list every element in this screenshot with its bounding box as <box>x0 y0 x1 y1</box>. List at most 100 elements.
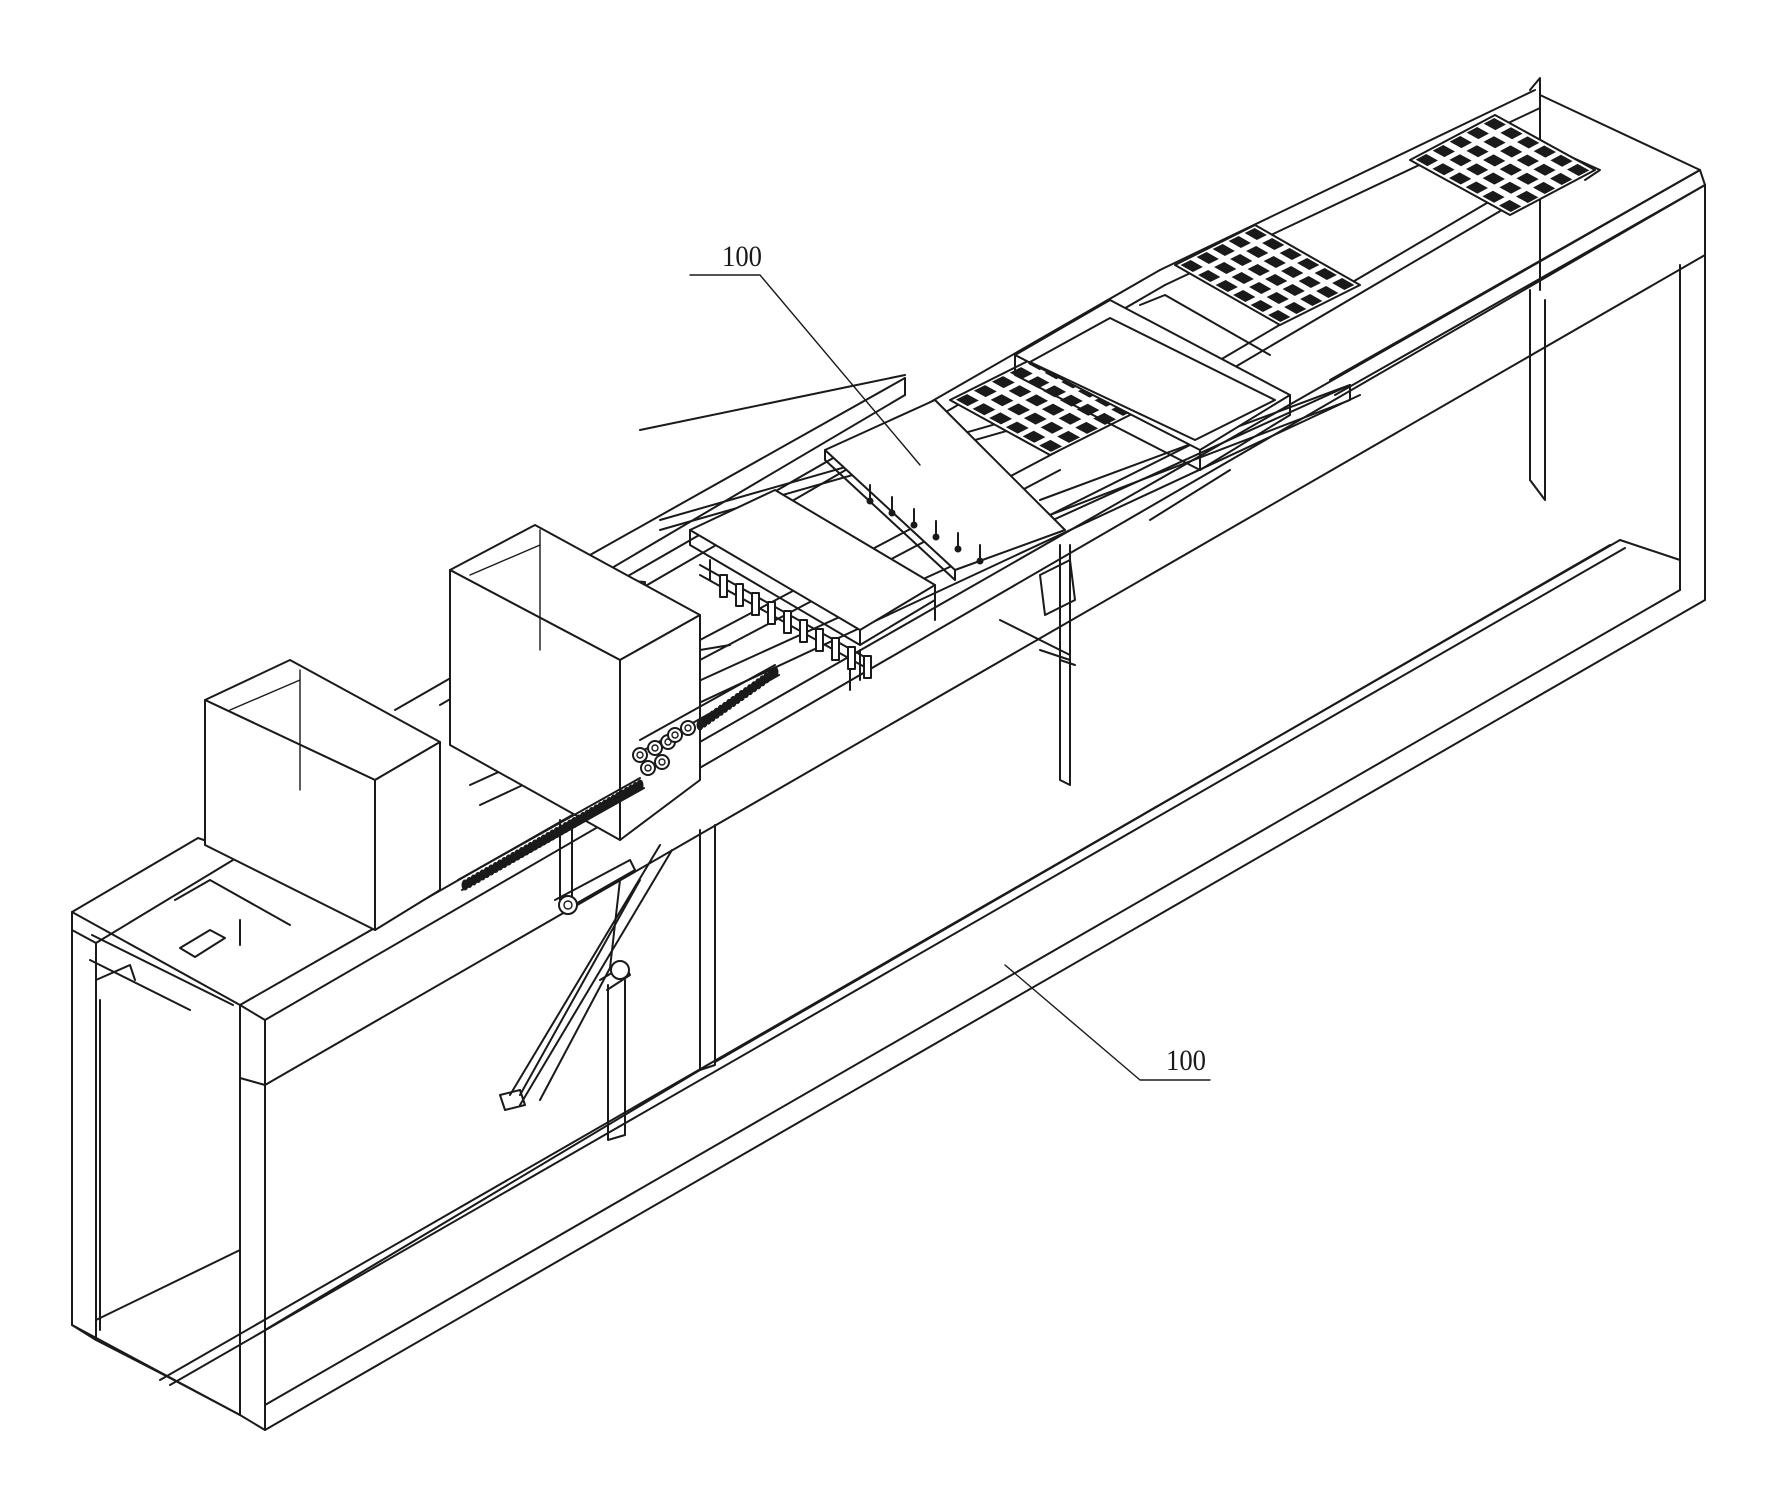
tray-cell <box>1297 257 1320 271</box>
tray-cell <box>1075 421 1099 434</box>
gear-hub <box>671 731 679 739</box>
tray-cell <box>1041 403 1065 416</box>
tray-cell <box>973 385 997 398</box>
tray-cell <box>1533 181 1556 194</box>
cover-pin-head <box>976 557 984 565</box>
chain-link <box>636 779 644 791</box>
mould-peg <box>735 583 744 607</box>
gear-icon <box>667 727 683 743</box>
mould-peg <box>783 610 792 634</box>
tray-cell <box>1196 251 1219 265</box>
tray-cell <box>1550 154 1573 167</box>
tray-cell <box>1250 299 1273 313</box>
mould-peg <box>719 574 728 598</box>
tray-cell <box>1300 293 1323 307</box>
cover-pin-head <box>932 533 940 541</box>
tray-cell <box>1567 163 1590 176</box>
tray-cell <box>991 376 1015 389</box>
tray-cell <box>1500 127 1523 140</box>
tray-cell <box>1466 163 1489 176</box>
tray-cell <box>1233 289 1256 303</box>
guide-post <box>999 544 1076 786</box>
tray-cell <box>1432 163 1455 176</box>
callout-upper-label: 100 <box>722 240 762 273</box>
gear-hub <box>684 724 692 732</box>
gear-icon <box>640 760 656 776</box>
gear-icon <box>680 720 696 736</box>
tray-cell <box>1550 172 1573 185</box>
main-frame <box>71 77 1706 1431</box>
tray-cell <box>955 394 979 407</box>
tray-cell <box>1025 394 1049 407</box>
tray-cell <box>1246 245 1269 259</box>
tray-cell <box>1230 253 1253 267</box>
tray-cell <box>1198 269 1221 283</box>
tray-cell <box>1058 412 1082 425</box>
gear-hub <box>636 751 644 759</box>
tray-cell <box>1180 259 1203 273</box>
tray-cell <box>1008 385 1032 398</box>
tray-cell <box>1465 181 1488 194</box>
tray-cell <box>1040 421 1064 434</box>
tray-cell <box>1263 255 1286 269</box>
mould-peg <box>799 619 808 643</box>
cover-pin-head <box>910 521 918 529</box>
tray-cell <box>1483 118 1506 131</box>
tray-cell <box>1215 279 1238 293</box>
tray-cell <box>1059 394 1083 407</box>
tray-cell <box>1214 261 1237 275</box>
gear-hub <box>664 738 672 746</box>
tray-outline <box>1409 114 1596 216</box>
tray-cell <box>1449 154 1472 167</box>
tray-cell <box>1516 172 1539 185</box>
callout-upper: 100 <box>689 240 921 466</box>
gear-icon <box>632 747 648 763</box>
tray-cell <box>1268 309 1291 323</box>
cover-plate <box>824 399 1066 581</box>
grid-tray-3 <box>1409 114 1596 216</box>
tray-cell <box>1244 227 1267 241</box>
tray-cell <box>1482 172 1505 185</box>
tray-cell <box>1023 412 1047 425</box>
chain-rack <box>457 664 780 891</box>
tray-cell <box>1466 127 1489 140</box>
tray-cell <box>1228 235 1251 249</box>
tray-cell <box>1466 145 1489 158</box>
hopper-box-left <box>204 659 441 931</box>
gear-hub <box>644 764 652 772</box>
tray-cell <box>1415 154 1438 167</box>
tray-cell <box>1005 421 1029 434</box>
tray-cell <box>1298 275 1321 289</box>
tray-cell <box>1500 145 1523 158</box>
tray-cell <box>1483 136 1506 149</box>
tray-cell <box>1057 430 1081 443</box>
cover-pin-head <box>954 545 962 553</box>
tray-cell <box>1499 181 1522 194</box>
tray-cell <box>1279 247 1302 261</box>
tray-cell <box>1499 163 1522 176</box>
mould-peg <box>751 592 760 616</box>
gear-hub <box>651 744 659 752</box>
tray-cell <box>1039 439 1063 452</box>
tray-cell <box>1093 412 1117 425</box>
tray-cell <box>1266 291 1289 305</box>
tray-cell <box>1076 403 1100 416</box>
tray-cell <box>1043 385 1067 398</box>
tray-cell <box>1314 267 1337 281</box>
open-tray-box <box>1014 294 1291 471</box>
tray-cell <box>1262 237 1285 251</box>
mould-platform <box>689 489 936 691</box>
tray-cell <box>1231 271 1254 285</box>
grid-tray-2 <box>1174 224 1361 326</box>
tray-cell <box>1517 136 1540 149</box>
tray-cell <box>1533 163 1556 176</box>
tray-cell <box>1482 190 1505 203</box>
tray-cell <box>1212 243 1235 257</box>
tray-cell <box>1247 263 1270 277</box>
cover-pin-head <box>866 497 874 505</box>
tray-cell <box>1284 301 1307 315</box>
cover-pin-head <box>888 509 896 517</box>
mould-peg <box>815 628 824 652</box>
tray-cell <box>1022 430 1046 443</box>
